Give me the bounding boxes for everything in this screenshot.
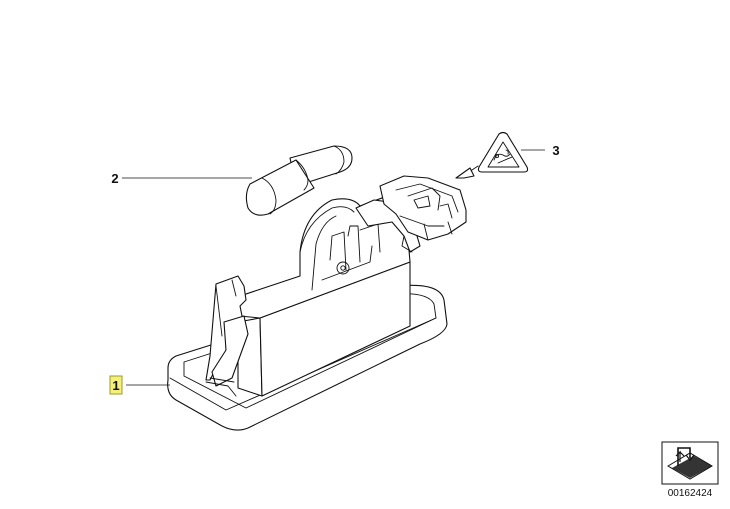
arrow-left-icon <box>455 165 479 179</box>
diagram-reference-number: 00162424 <box>668 488 713 499</box>
lamp-housing[interactable] <box>167 175 467 431</box>
section-view-arrow-icon <box>661 441 719 485</box>
callout-1-label: 1 <box>112 378 119 393</box>
leader-lines <box>122 149 545 386</box>
festoon-bulb[interactable] <box>245 145 353 216</box>
callout-3[interactable]: 3 <box>552 143 559 158</box>
callout-2-label: 2 <box>111 171 118 186</box>
callout-3-label: 3 <box>552 143 559 158</box>
callout-1-highlight <box>109 375 123 395</box>
esd-warning-triangle-icon <box>477 131 529 173</box>
callout-1[interactable]: 1 <box>109 375 123 395</box>
callout-2[interactable]: 2 <box>111 171 118 186</box>
